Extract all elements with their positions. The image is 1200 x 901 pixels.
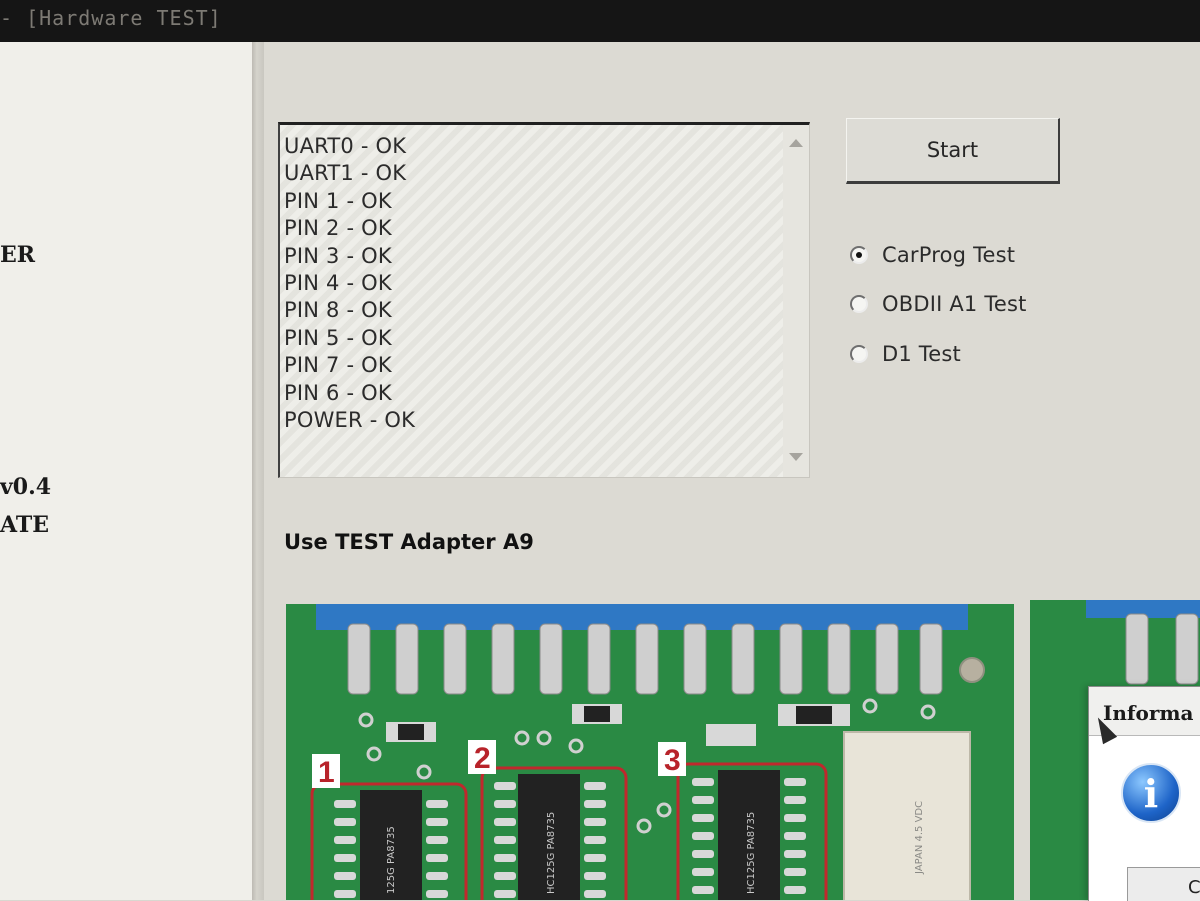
log-line: PIN 6 - OK bbox=[284, 380, 392, 405]
info-icon: i bbox=[1121, 763, 1181, 823]
dialog-title: Informa bbox=[1103, 701, 1194, 725]
adapter-instruction: Use TEST Adapter A9 bbox=[284, 530, 534, 554]
radio-checked-icon[interactable] bbox=[850, 246, 868, 264]
title-bar: - [Hardware TEST] bbox=[0, 0, 1200, 42]
log-line: PIN 1 - OK bbox=[284, 188, 392, 213]
log-lines: UART0 - OK UART1 - OK PIN 1 - OK PIN 2 -… bbox=[284, 133, 415, 434]
log-line: UART1 - OK bbox=[284, 161, 407, 186]
chip-3-marking: HC125G PA8735 bbox=[746, 812, 757, 894]
start-button[interactable]: Start bbox=[846, 118, 1060, 184]
log-line: PIN 4 - OK bbox=[284, 271, 392, 296]
chip-number-3: 3 bbox=[664, 744, 681, 777]
chip-number-1: 1 bbox=[318, 756, 335, 789]
radio-d1-test[interactable]: D1 Test bbox=[850, 339, 961, 369]
radio-label: OBDII A1 Test bbox=[882, 292, 1027, 316]
log-line: UART0 - OK bbox=[284, 134, 407, 158]
log-line: PIN 5 - OK bbox=[284, 325, 392, 350]
radio-carprog-test[interactable]: CarProg Test bbox=[850, 240, 1015, 270]
relay-marking: JAPAN 4.5 VDC bbox=[914, 801, 925, 875]
window-title: - [Hardware TEST] bbox=[0, 6, 222, 30]
panel-splitter[interactable] bbox=[252, 42, 264, 900]
log-line: PIN 8 - OK bbox=[284, 298, 392, 323]
log-line: PIN 7 - OK bbox=[284, 353, 392, 378]
connector-pins bbox=[347, 623, 943, 695]
dialog-button[interactable]: C bbox=[1127, 867, 1200, 901]
test-log-list[interactable]: UART0 - OK UART1 - OK PIN 1 - OK PIN 2 -… bbox=[278, 122, 810, 478]
pcb-drawing: 1 2 3 125G PA8735 HC125G PA8735 HC125G P… bbox=[286, 604, 1014, 900]
relay bbox=[843, 731, 971, 900]
radio-unchecked-icon[interactable] bbox=[850, 295, 868, 313]
left-label-version: v0.4 bbox=[0, 474, 52, 500]
radio-obdii-a1-test[interactable]: OBDII A1 Test bbox=[850, 289, 1027, 319]
left-label-1: ER bbox=[0, 242, 36, 268]
left-label-3: ATE bbox=[0, 512, 50, 538]
chip-2-marking: HC125G PA8735 bbox=[546, 812, 557, 894]
information-dialog[interactable]: Informa i C bbox=[1088, 686, 1200, 901]
left-panel: ER v0.4 ATE bbox=[0, 42, 252, 900]
scroll-down-arrow-icon[interactable] bbox=[789, 453, 803, 461]
radio-label: D1 Test bbox=[882, 342, 961, 366]
log-line: PIN 3 - OK bbox=[284, 243, 392, 268]
log-line: POWER - OK bbox=[284, 408, 416, 433]
radio-unchecked-icon[interactable] bbox=[850, 345, 868, 363]
scroll-up-arrow-icon[interactable] bbox=[789, 139, 803, 147]
dialog-separator bbox=[1089, 735, 1200, 736]
log-scrollbar[interactable] bbox=[783, 125, 809, 477]
chip-1-marking: 125G PA8735 bbox=[386, 826, 397, 894]
radio-label: CarProg Test bbox=[882, 243, 1016, 267]
log-line: PIN 2 - OK bbox=[284, 216, 392, 241]
adapter-pcb-image: 1 2 3 125G PA8735 HC125G PA8735 HC125G P… bbox=[286, 604, 1014, 900]
chip-number-2: 2 bbox=[474, 742, 491, 775]
